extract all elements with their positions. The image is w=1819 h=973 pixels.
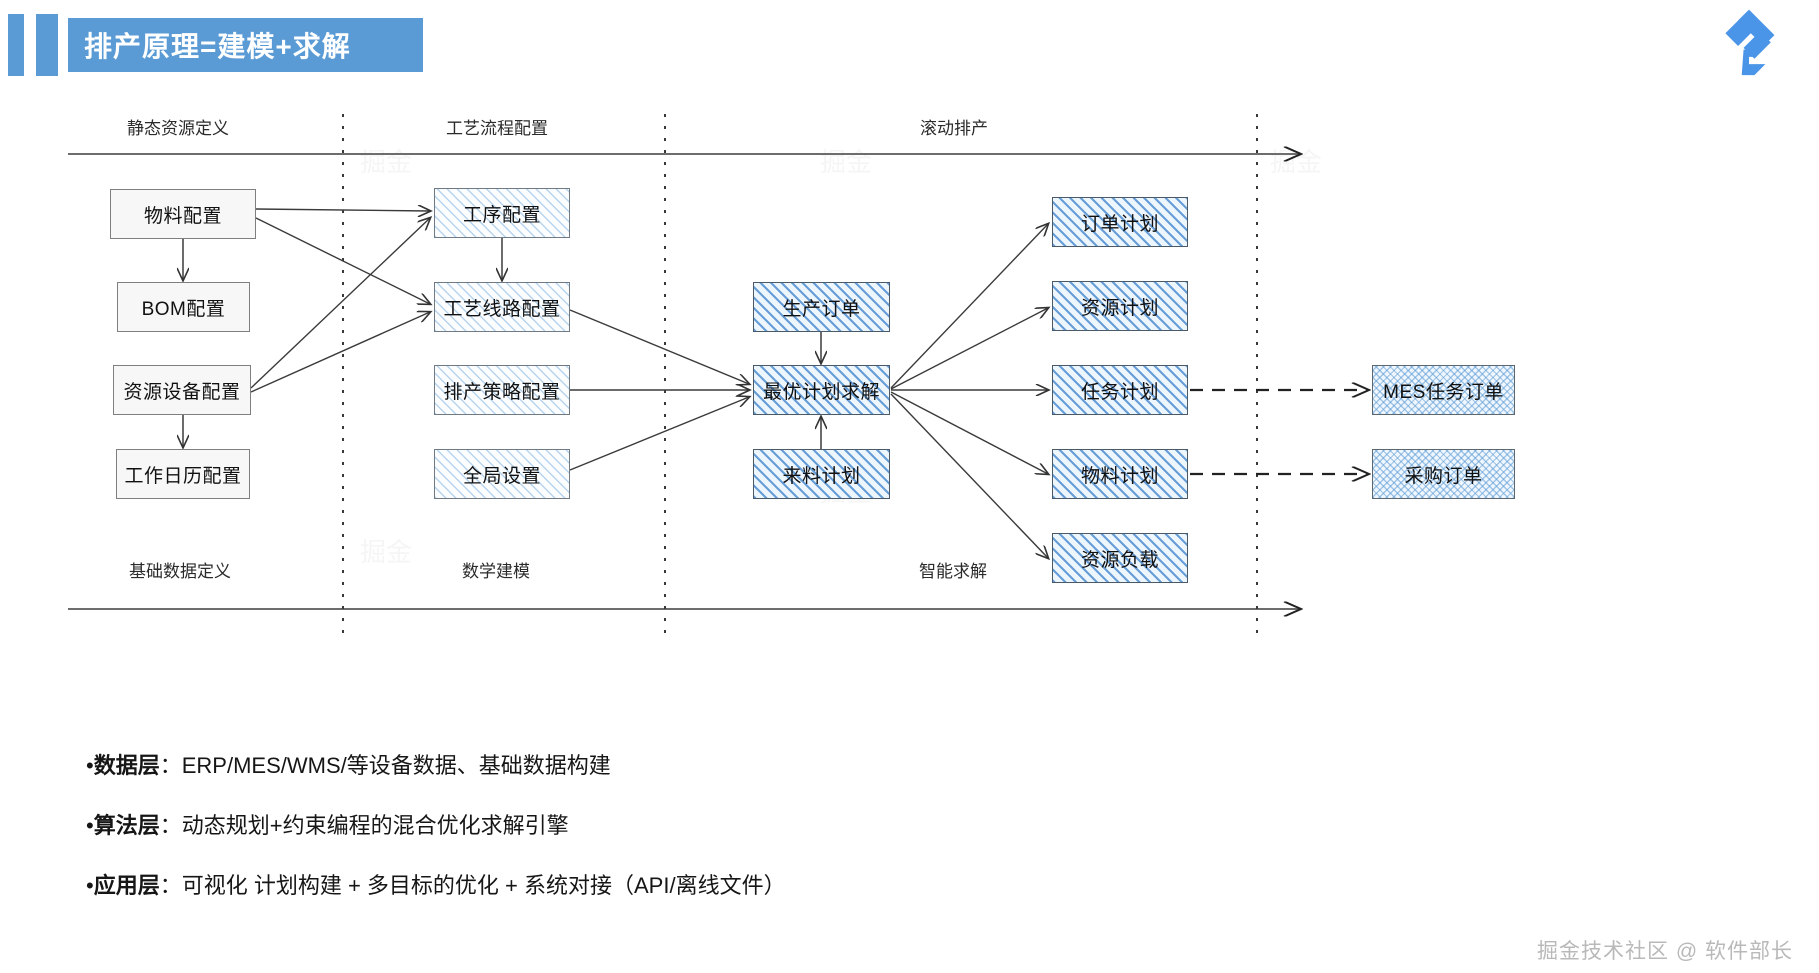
node-resource-load[interactable]: 资源负载 [1052,533,1188,583]
bullet-separator: ： [159,873,182,898]
bullet-data-layer: •数据层：ERP/MES/WMS/等设备数据、基础数据构建 [86,748,1286,780]
diagram-edges [68,114,1819,637]
bullet-app-layer: •应用层：可视化 计划构建 + 多目标的优化 + 系统对接（API/离线文件） [86,868,1286,900]
bullet-separator: ： [159,813,182,838]
node-order-plan[interactable]: 订单计划 [1052,197,1188,247]
node-calendar-config[interactable]: 工作日历配置 [116,449,250,499]
bullet-separator: ： [159,753,182,778]
node-route-config[interactable]: 工艺线路配置 [434,282,570,332]
phase-label-base-data: 基础数据定义 [129,562,231,581]
bullet-marker: • [86,813,94,838]
diagram-canvas: 掘金 掘金 掘金 掘金 掘金 [0,92,1819,742]
summary-bullets: •数据层：ERP/MES/WMS/等设备数据、基础数据构建 •算法层：动态规划+… [86,748,1286,928]
node-operation-config[interactable]: 工序配置 [434,188,570,238]
bullet-marker: • [86,753,94,778]
node-incoming-plan[interactable]: 来料计划 [753,449,890,499]
node-task-plan[interactable]: 任务计划 [1052,365,1188,415]
phase-label-process-flow: 工艺流程配置 [446,119,548,138]
page-header: 排产原理=建模+求解 [0,0,1819,92]
header-accent-bar-2 [36,14,58,76]
brand-logo-icon [1725,9,1775,76]
phase-label-rolling-plan: 滚动排产 [920,119,988,138]
node-optimal-solver[interactable]: 最优计划求解 [753,365,890,415]
bullet-marker: • [86,873,94,898]
phase-label-static-resource: 静态资源定义 [127,119,229,138]
node-bom-config[interactable]: BOM配置 [117,282,250,332]
node-resource-plan[interactable]: 资源计划 [1052,281,1188,331]
node-strategy-config[interactable]: 排产策略配置 [434,365,570,415]
title-banner: 排产原理=建模+求解 [68,18,423,72]
node-material-config[interactable]: 物料配置 [110,189,256,239]
bullet-algo-layer: •算法层：动态规划+约束编程的混合优化求解引擎 [86,808,1286,840]
bullet-text: 动态规划+约束编程的混合优化求解引擎 [181,813,569,838]
node-global-settings[interactable]: 全局设置 [434,449,570,499]
bullet-lead: 数据层 [93,753,160,778]
bullet-lead: 应用层 [93,873,160,898]
node-purchase-order[interactable]: 采购订单 [1372,449,1515,499]
bullet-lead: 算法层 [93,813,160,838]
bullet-text: 可视化 计划构建 + 多目标的优化 + 系统对接（API/离线文件） [181,873,786,898]
header-accent-bar-1 [8,14,24,76]
page-title: 排产原理=建模+求解 [84,31,351,62]
watermark-credit: 掘金技术社区 @ 软件部长 [1537,940,1793,963]
phase-label-math-model: 数学建模 [462,562,530,581]
phase-label-smart-solve: 智能求解 [919,562,987,581]
node-mes-task-order[interactable]: MES任务订单 [1372,365,1515,415]
bullet-text: ERP/MES/WMS/等设备数据、基础数据构建 [181,753,611,778]
node-material-plan[interactable]: 物料计划 [1052,449,1188,499]
node-production-order[interactable]: 生产订单 [753,282,890,332]
node-resource-config[interactable]: 资源设备配置 [113,365,251,415]
